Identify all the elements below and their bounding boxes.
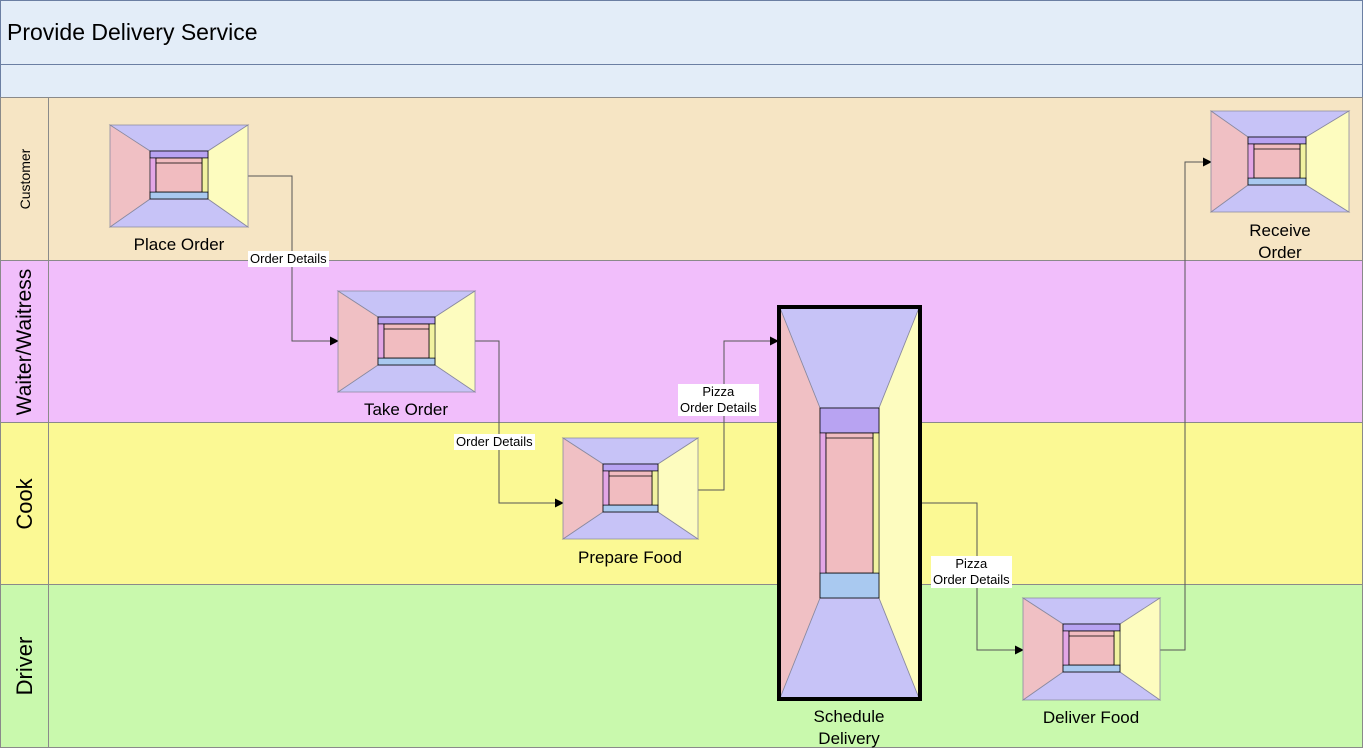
inner-bottom-band <box>1247 177 1307 186</box>
task-label-take-order: Take Order <box>363 400 449 419</box>
flow-label-text: Order Details <box>456 434 533 449</box>
flow-label-text: Order Details <box>680 400 757 415</box>
flow-label-take-to-prepare: Order Details <box>454 434 535 450</box>
task-box-deliver-food[interactable] <box>1021 597 1162 701</box>
inner-bottom-band <box>377 357 436 366</box>
lane-header-customer: Customer <box>1 98 49 260</box>
flow-label-schedule-to-deliver: Pizza Order Details <box>931 556 1012 588</box>
inner-center <box>608 470 653 506</box>
inner-top-band <box>602 463 659 472</box>
lane-header-driver: Driver <box>1 585 49 747</box>
inner-bottom-band <box>602 504 659 513</box>
inner-right-band <box>1113 630 1121 666</box>
inner-left-band <box>602 470 610 506</box>
pool-title-bar: Provide Delivery Service <box>0 0 1363 65</box>
inner-left-band <box>1247 143 1255 179</box>
inner-right-band <box>1299 143 1307 179</box>
inner-bottom-band <box>819 572 880 599</box>
flow-label-prepare-to-schedule: Pizza Order Details <box>678 384 759 416</box>
task-box-take-order[interactable] <box>336 290 477 393</box>
lane-header-waiter: Waiter/Waitress <box>1 261 49 422</box>
inner-center <box>825 432 874 574</box>
inner-top-band <box>149 150 209 159</box>
task-box-place-order[interactable] <box>108 124 250 228</box>
inner-top-band <box>1247 136 1307 145</box>
flow-label-place-to-take: Order Details <box>248 251 329 267</box>
connector-take-to-prepare[interactable] <box>475 340 564 508</box>
task-label-prepare-food: Prepare Food <box>578 548 682 567</box>
inner-left-band <box>149 157 157 193</box>
inner-center <box>155 157 203 193</box>
inner-bottom-band <box>1062 664 1121 673</box>
selected-box-outline <box>777 305 922 701</box>
flow-label-text: Order Details <box>250 251 327 266</box>
task-label-deliver-food: Deliver Food <box>1042 708 1140 727</box>
inner-center <box>1253 143 1301 179</box>
task-label-schedule-delivery: Schedule Delivery <box>813 707 885 748</box>
flow-label-text: Pizza <box>702 384 735 399</box>
inner-top-band <box>1062 623 1121 632</box>
inner-right-band <box>872 432 880 574</box>
inner-left-band <box>1062 630 1070 666</box>
task-label-receive-order: Receive Order <box>1249 221 1311 262</box>
task-label-place-order: Place Order <box>133 235 225 254</box>
inner-bottom-band <box>149 191 209 200</box>
inner-left-band <box>819 432 827 574</box>
inner-center <box>383 323 430 359</box>
task-box-prepare-food[interactable] <box>561 437 700 540</box>
inner-center <box>1068 630 1115 666</box>
flow-label-text: Order Details <box>933 572 1010 587</box>
lane-header-cook: Cook <box>1 423 49 584</box>
inner-top-band <box>377 316 436 325</box>
inner-top-band <box>819 407 880 434</box>
inner-right-band <box>651 470 659 506</box>
pool-title: Provide Delivery Service <box>7 19 258 45</box>
inner-right-band <box>201 157 209 193</box>
task-box-schedule-delivery[interactable] <box>777 305 922 701</box>
inner-right-band <box>428 323 436 359</box>
inner-left-band <box>377 323 385 359</box>
task-box-receive-order[interactable] <box>1209 110 1351 213</box>
flow-label-text: Pizza <box>955 556 988 571</box>
connector-deliver-to-receive[interactable] <box>1160 157 1212 651</box>
